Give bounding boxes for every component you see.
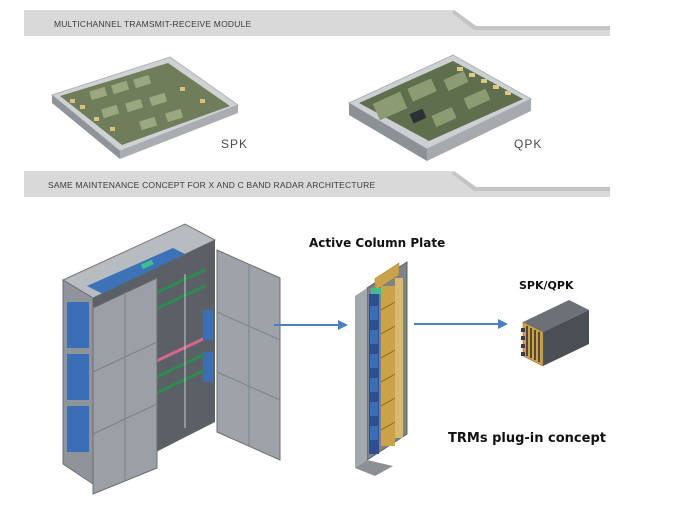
qpk-board-image	[347, 54, 533, 161]
section-banner-top: MULTICHANNEL TRAMSMIT-RECEIVE MODULE	[24, 10, 610, 36]
arrow-cabinet-to-plate	[274, 320, 348, 330]
arrow-plate-to-module	[414, 319, 508, 329]
active-column-plate-image	[355, 261, 408, 476]
banner-shape	[24, 171, 610, 197]
section-banner-middle: SAME MAINTENANCE CONCEPT FOR X AND C BAN…	[24, 171, 610, 197]
banner-shape	[24, 10, 610, 36]
spk-qpk-label: SPK/QPK	[519, 279, 574, 292]
active-column-plate-label: Active Column Plate	[309, 236, 446, 250]
spk-board-image	[50, 56, 240, 159]
spk-qpk-module-image	[521, 300, 589, 367]
qpk-label: QPK	[514, 137, 543, 151]
section-title-top: MULTICHANNEL TRAMSMIT-RECEIVE MODULE	[54, 19, 252, 29]
section-title-middle: SAME MAINTENANCE CONCEPT FOR X AND C BAN…	[48, 180, 376, 190]
trms-plug-in-concept-label: TRMs plug-in concept	[448, 431, 606, 446]
radar-cabinet-image	[61, 223, 281, 495]
spk-label: SPK	[221, 137, 249, 151]
